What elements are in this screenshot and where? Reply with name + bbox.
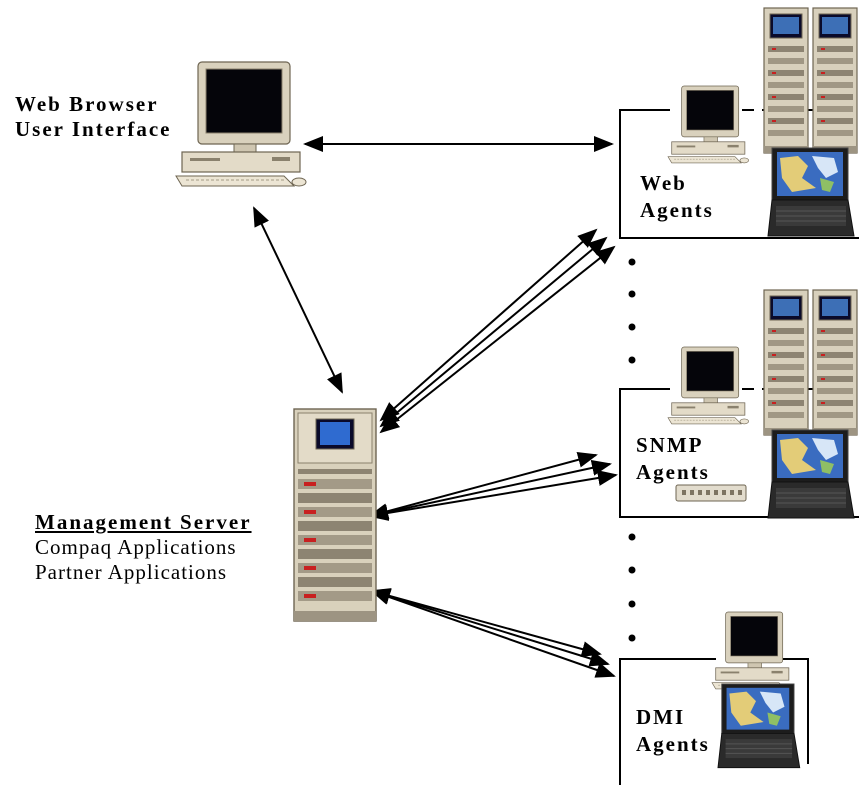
server-line2: Partner Applications <box>35 560 228 584</box>
ellipsis-dot <box>628 566 636 574</box>
server-label: Management Server Compaq Applications Pa… <box>35 510 252 585</box>
dmi-agents-label: DMI Agents <box>636 704 710 758</box>
snmp-agents-line1: SNMP <box>636 433 704 457</box>
web-agents-label: Web Agents <box>640 170 714 224</box>
ellipsis-dot <box>628 258 636 266</box>
web-agents-bracket <box>619 109 859 239</box>
snmp-agents-label: SNMP Agents <box>636 432 710 486</box>
snmp-agents-line2: Agents <box>636 460 710 484</box>
web-desktop-icon <box>667 85 749 164</box>
ellipsis-dot <box>628 600 636 608</box>
arrow-server-dmi-2 <box>370 588 610 667</box>
ellipsis-dot <box>628 290 636 298</box>
snmp-agents-bracket <box>619 388 859 518</box>
dmi-agents-line1: DMI <box>636 705 686 729</box>
server-line1: Compaq Applications <box>35 535 237 559</box>
arrow-server-web-2 <box>379 236 608 428</box>
snmp-desktop-icon <box>667 346 749 425</box>
web-tower-icon-2 <box>812 7 858 154</box>
browser-desktop-icon <box>175 61 307 187</box>
arrow-server-dmi-3 <box>370 589 616 678</box>
arrow-server-snmp-3 <box>368 470 618 521</box>
browser-label: Web Browser User Interface <box>15 92 171 142</box>
arrow-browser-server <box>253 206 343 394</box>
ellipsis-dot <box>628 634 636 642</box>
ellipsis-dot <box>628 356 636 364</box>
server-title: Management Server <box>35 510 252 534</box>
ellipsis-dot <box>628 323 636 331</box>
dmi-agents-line2: Agents <box>636 732 710 756</box>
network-switch-icon <box>675 484 747 502</box>
web-agents-line2: Agents <box>640 198 714 222</box>
browser-label-line2: User Interface <box>15 117 172 141</box>
dmi-desktop-icon <box>711 611 793 690</box>
arrow-server-web-1 <box>379 228 598 422</box>
dmi-laptop-icon <box>717 683 801 769</box>
management-server-icon <box>293 408 377 622</box>
web-tower-icon-1 <box>763 7 809 154</box>
snmp-laptop-icon <box>767 429 855 519</box>
arrow-server-web-3 <box>379 245 616 434</box>
snmp-tower-icon-1 <box>763 289 809 436</box>
snmp-tower-icon-2 <box>812 289 858 436</box>
arrow-server-snmp-1 <box>368 451 598 520</box>
ellipsis-dot <box>628 533 636 541</box>
dmi-agents-bracket <box>619 658 809 785</box>
browser-label-line1: Web Browser <box>15 92 159 116</box>
web-agents-line1: Web <box>640 171 687 195</box>
web-laptop-icon <box>767 147 855 237</box>
arrow-server-snmp-2 <box>368 459 612 521</box>
arrow-server-dmi-1 <box>370 588 602 657</box>
